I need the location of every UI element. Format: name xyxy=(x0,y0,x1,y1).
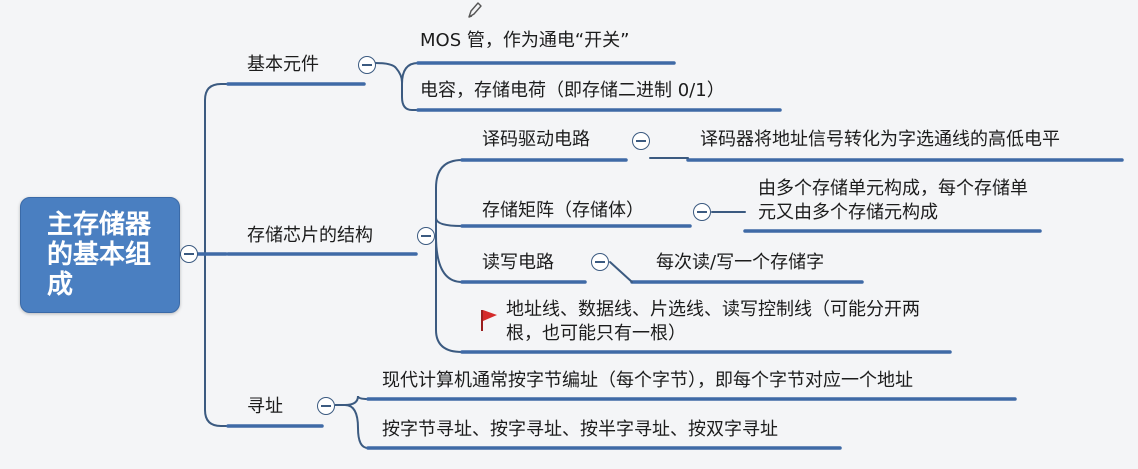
node-decoder-driver[interactable]: 译码驱动电路 xyxy=(482,129,590,150)
node-storage-matrix[interactable]: 存储矩阵（存储体） xyxy=(482,200,644,221)
node-capacitor[interactable]: 电容，存储电荷（即存储二进制 0/1） xyxy=(420,80,725,101)
root-node[interactable]: 主存储器的基本组成 xyxy=(20,197,180,313)
collapse-toggle-icon[interactable] xyxy=(591,253,609,271)
node-addressing-modes[interactable]: 按字节寻址、按字寻址、按半字寻址、按双字寻址 xyxy=(382,419,778,440)
node-control-lines[interactable]: 地址线、数据线、片选线、读写控制线（可能分开两根，也可能只有一根） xyxy=(506,299,920,344)
branch-basic-components[interactable]: 基本元件 xyxy=(247,54,319,75)
collapse-toggle-icon[interactable] xyxy=(693,203,711,221)
collapse-toggle-icon[interactable] xyxy=(417,227,435,245)
connector-root-to-basic xyxy=(180,83,228,255)
branch-addressing[interactable]: 寻址 xyxy=(247,396,283,417)
node-byte-addressing[interactable]: 现代计算机通常按字节编址（每个字节），即每个字节对应一个地址 xyxy=(382,370,913,391)
node-rw-circuit[interactable]: 读写电路 xyxy=(482,252,554,273)
connector-root-to-addressing xyxy=(204,254,228,427)
collapse-toggle-icon[interactable] xyxy=(180,245,198,263)
branch-chip-structure[interactable]: 存储芯片的结构 xyxy=(247,225,373,246)
collapse-toggle-icon[interactable] xyxy=(358,56,376,74)
node-storage-matrix-detail[interactable]: 由多个存储单元构成，每个存储单元又由多个存储元构成 xyxy=(758,178,1028,223)
collapse-toggle-icon[interactable] xyxy=(632,132,650,150)
node-rw-detail[interactable]: 每次读/写一个存储字 xyxy=(656,252,825,273)
flag-icon xyxy=(481,310,497,331)
pencil-icon xyxy=(468,2,482,18)
node-decoder-detail[interactable]: 译码器将地址信号转化为字选通线的高低电平 xyxy=(700,129,1060,150)
connector-chip-children xyxy=(435,159,463,353)
connector-basic-children xyxy=(374,62,419,111)
collapse-toggle-icon[interactable] xyxy=(317,397,335,415)
node-mos[interactable]: MOS 管，作为通电“开关” xyxy=(420,30,630,51)
connector-addressing-children xyxy=(335,395,369,449)
